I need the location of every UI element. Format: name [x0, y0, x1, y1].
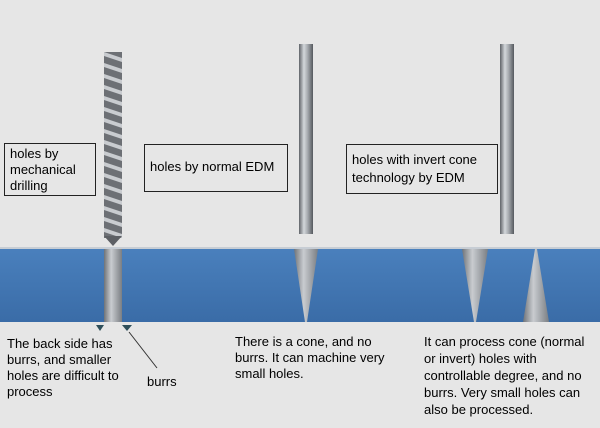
caption-burrs: burrs — [147, 374, 177, 389]
workpiece-top-edge — [0, 247, 600, 249]
drill-flute — [104, 162, 122, 172]
drill-flute — [104, 140, 122, 150]
caption-drilling: The back side has burrs, and smaller hol… — [7, 336, 119, 399]
drill-flute — [104, 107, 122, 117]
label-normal-edm: holes by normal EDM — [144, 144, 288, 192]
drill-flute — [104, 52, 122, 62]
drill-flute — [104, 184, 122, 194]
drill-flute — [104, 129, 122, 139]
drill-flute — [104, 217, 122, 227]
drill-flute — [104, 173, 122, 183]
drilled-hole — [104, 249, 122, 322]
caption-invert-edm: It can process cone (normal or invert) h… — [424, 334, 585, 417]
cone-hole-invert — [523, 249, 549, 322]
drill-bit — [104, 52, 122, 246]
drill-flute — [104, 74, 122, 84]
drill-flute — [104, 96, 122, 106]
drill-flute — [104, 195, 122, 205]
label-drilling: holes by mechanical drilling — [4, 143, 96, 196]
invert-edm-electrode — [500, 44, 514, 234]
drill-flute — [104, 118, 122, 128]
drill-flute — [104, 151, 122, 161]
drill-flute — [104, 85, 122, 95]
caption-normal-edm: There is a cone, and no burrs. It can ma… — [235, 334, 385, 381]
burr-pointer — [128, 331, 158, 369]
burr-left — [96, 325, 104, 331]
cone-hole-normal — [462, 249, 488, 322]
burr-right — [122, 325, 132, 331]
drill-flute — [104, 228, 122, 238]
drill-flute — [104, 63, 122, 73]
drill-flute — [104, 206, 122, 216]
normal-edm-electrode — [299, 44, 313, 234]
normal-cone-hole — [294, 249, 318, 322]
label-invert-edm: holes with invert cone technology by EDM — [346, 144, 498, 194]
